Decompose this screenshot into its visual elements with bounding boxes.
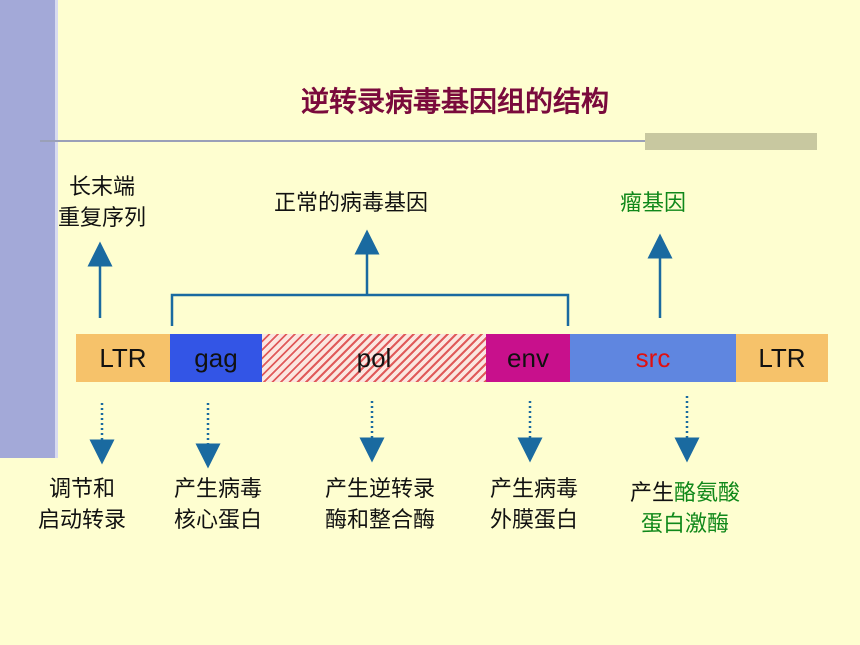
src-bottom-label-prefix: 产生 bbox=[630, 481, 675, 506]
gene-pol-label: pol bbox=[356, 342, 392, 373]
src-bottom-label-line1: 产生酪氨酸 bbox=[630, 478, 740, 509]
pol-bottom-label-line2: 酶和整合酶 bbox=[325, 508, 436, 533]
pol-bottom-label: 产生逆转录 酶和整合酶 bbox=[325, 474, 435, 536]
gag-bottom-label-line1: 产生病毒 bbox=[174, 477, 263, 502]
env-bottom-label-line1: 产生病毒 bbox=[490, 477, 579, 502]
gene-env-label: env bbox=[507, 342, 549, 373]
ltr-top-label: 长末端 重复序列 bbox=[58, 172, 146, 234]
ltr-bottom-label: 调节和 启动转录 bbox=[38, 474, 126, 536]
page-title: 逆转录病毒基因组的结构 bbox=[300, 85, 609, 118]
gene-src-label: src bbox=[635, 342, 671, 373]
ltr-bottom-label-line2: 启动转录 bbox=[38, 508, 127, 533]
title-underline bbox=[40, 140, 645, 142]
src-bottom-label-highlight: 酪氨酸 bbox=[674, 481, 741, 506]
oncogene-label: 瘤基因 bbox=[620, 191, 687, 216]
gene-ltr-right-label: LTR bbox=[758, 342, 806, 373]
gag-bottom-label-line2: 核心蛋白 bbox=[174, 508, 263, 533]
gene-pol: pol bbox=[262, 334, 486, 382]
gene-gag: gag bbox=[170, 334, 262, 382]
gag-bottom-label: 产生病毒 核心蛋白 bbox=[174, 474, 262, 536]
title-underline-block bbox=[645, 133, 817, 150]
env-bottom-label-line2: 外膜蛋白 bbox=[490, 508, 579, 533]
gene-ltr-right: LTR bbox=[736, 334, 828, 382]
ltr-top-label-line2: 重复序列 bbox=[58, 206, 147, 231]
env-bottom-label: 产生病毒 外膜蛋白 bbox=[490, 474, 578, 536]
decorative-left-bar bbox=[0, 0, 58, 458]
ltr-top-label-line1: 长末端 bbox=[69, 175, 136, 200]
gene-ltr-left-label: LTR bbox=[99, 342, 147, 373]
pol-bottom-label-line1: 产生逆转录 bbox=[325, 477, 436, 502]
src-bottom-label: 产生酪氨酸 蛋白激酶 bbox=[630, 478, 740, 540]
normal-genes-bracket bbox=[170, 293, 570, 326]
src-bottom-label-line2: 蛋白激酶 bbox=[641, 512, 730, 537]
normal-genes-label: 正常的病毒基因 bbox=[274, 191, 429, 216]
gene-env: env bbox=[486, 334, 570, 382]
ltr-bottom-label-line1: 调节和 bbox=[49, 477, 116, 502]
gene-src: src bbox=[570, 334, 736, 382]
gene-ltr-left: LTR bbox=[76, 334, 170, 382]
gene-gag-label: gag bbox=[194, 342, 238, 373]
